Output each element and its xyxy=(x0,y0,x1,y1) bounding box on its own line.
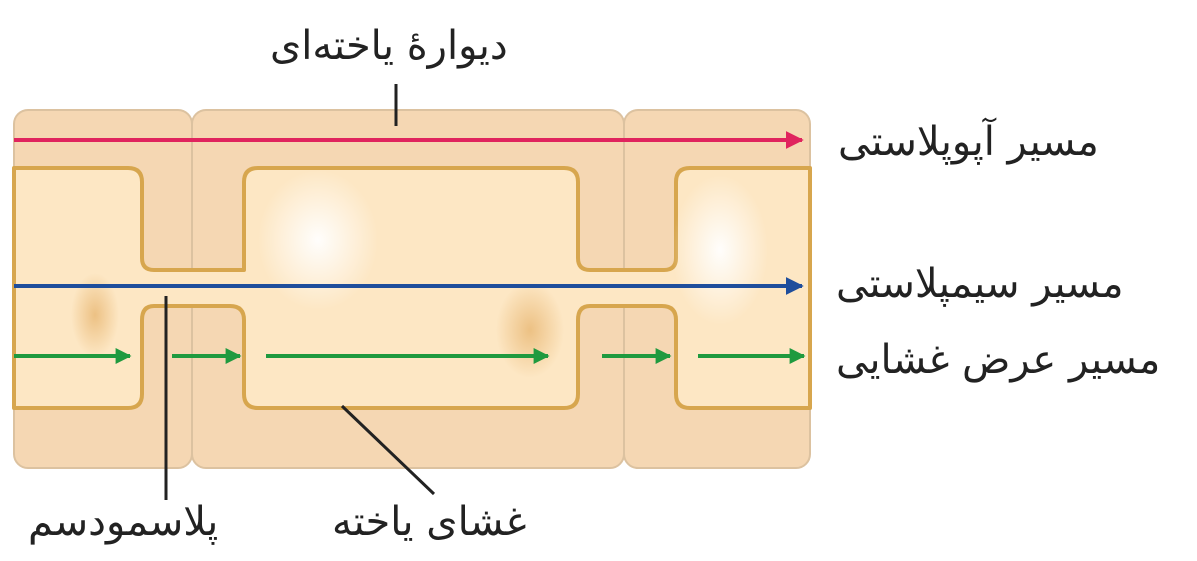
cell-membrane-label: غشای یاخته xyxy=(332,499,527,545)
symplast-pathway-label: مسیر سیمپلاستی xyxy=(836,261,1124,307)
transmembrane-pathway-label: مسیر عرض غشایی xyxy=(836,337,1161,383)
apoplast-pathway-label: مسیر آپوپلاستی xyxy=(838,119,1099,165)
cell-wall-label: دیوارهٔ یاخته‌ای xyxy=(270,23,508,69)
pointer-lines xyxy=(164,84,436,500)
plasmodesma-label: پلاسمودسم xyxy=(28,499,219,545)
cell-membrane-pointer xyxy=(340,404,436,496)
